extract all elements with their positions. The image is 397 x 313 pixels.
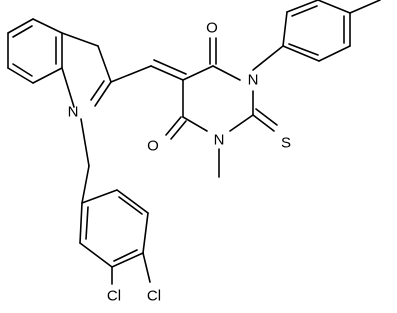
bond	[110, 65, 152, 83]
bond	[252, 45, 284, 71]
bond	[286, 0, 319, 13]
bond	[12, 25, 33, 38]
atom-label-n-indole: N	[68, 104, 79, 121]
bond	[94, 81, 112, 107]
bond	[229, 114, 254, 132]
bond	[255, 108, 278, 126]
bond	[165, 116, 182, 136]
atom-label-cl-left: Cl	[107, 288, 121, 305]
atom-label-o-top: O	[206, 20, 218, 37]
bond	[90, 80, 105, 101]
bond	[282, 45, 320, 62]
atom-label-n-right: N	[248, 72, 259, 89]
bond	[12, 63, 33, 77]
bond	[170, 120, 187, 140]
atom-label-n-left: N	[214, 132, 225, 149]
bond	[150, 65, 184, 81]
bond	[142, 252, 151, 283]
bond	[7, 18, 34, 34]
bond	[32, 67, 63, 84]
bond	[61, 32, 99, 47]
bond	[118, 196, 143, 215]
bond	[79, 242, 113, 268]
atom-label-cl-right: Cl	[147, 288, 161, 305]
bond	[79, 202, 83, 244]
atom-labels: N O N S N O Cl Cl	[68, 20, 291, 305]
bond	[288, 43, 319, 56]
atom-label-s: S	[281, 135, 291, 152]
bond	[97, 45, 112, 83]
bond	[142, 212, 149, 254]
bond	[318, 45, 351, 62]
bonds	[7, 0, 381, 285]
bond	[7, 67, 34, 84]
bond	[81, 189, 118, 204]
bond	[182, 116, 208, 132]
bond	[111, 252, 144, 268]
bond	[81, 165, 90, 204]
bond	[32, 18, 63, 34]
bond	[113, 249, 138, 262]
bond	[80, 118, 90, 167]
bond	[349, 0, 381, 14]
bond	[252, 114, 275, 132]
bond	[182, 65, 214, 81]
bond	[61, 67, 75, 108]
bond	[317, 0, 351, 14]
bond	[212, 65, 241, 81]
bond	[291, 5, 318, 17]
atom-label-o-bottom: O	[147, 138, 159, 155]
bond	[85, 206, 89, 240]
bond	[282, 11, 288, 47]
bond	[116, 189, 149, 214]
bond	[153, 59, 187, 75]
